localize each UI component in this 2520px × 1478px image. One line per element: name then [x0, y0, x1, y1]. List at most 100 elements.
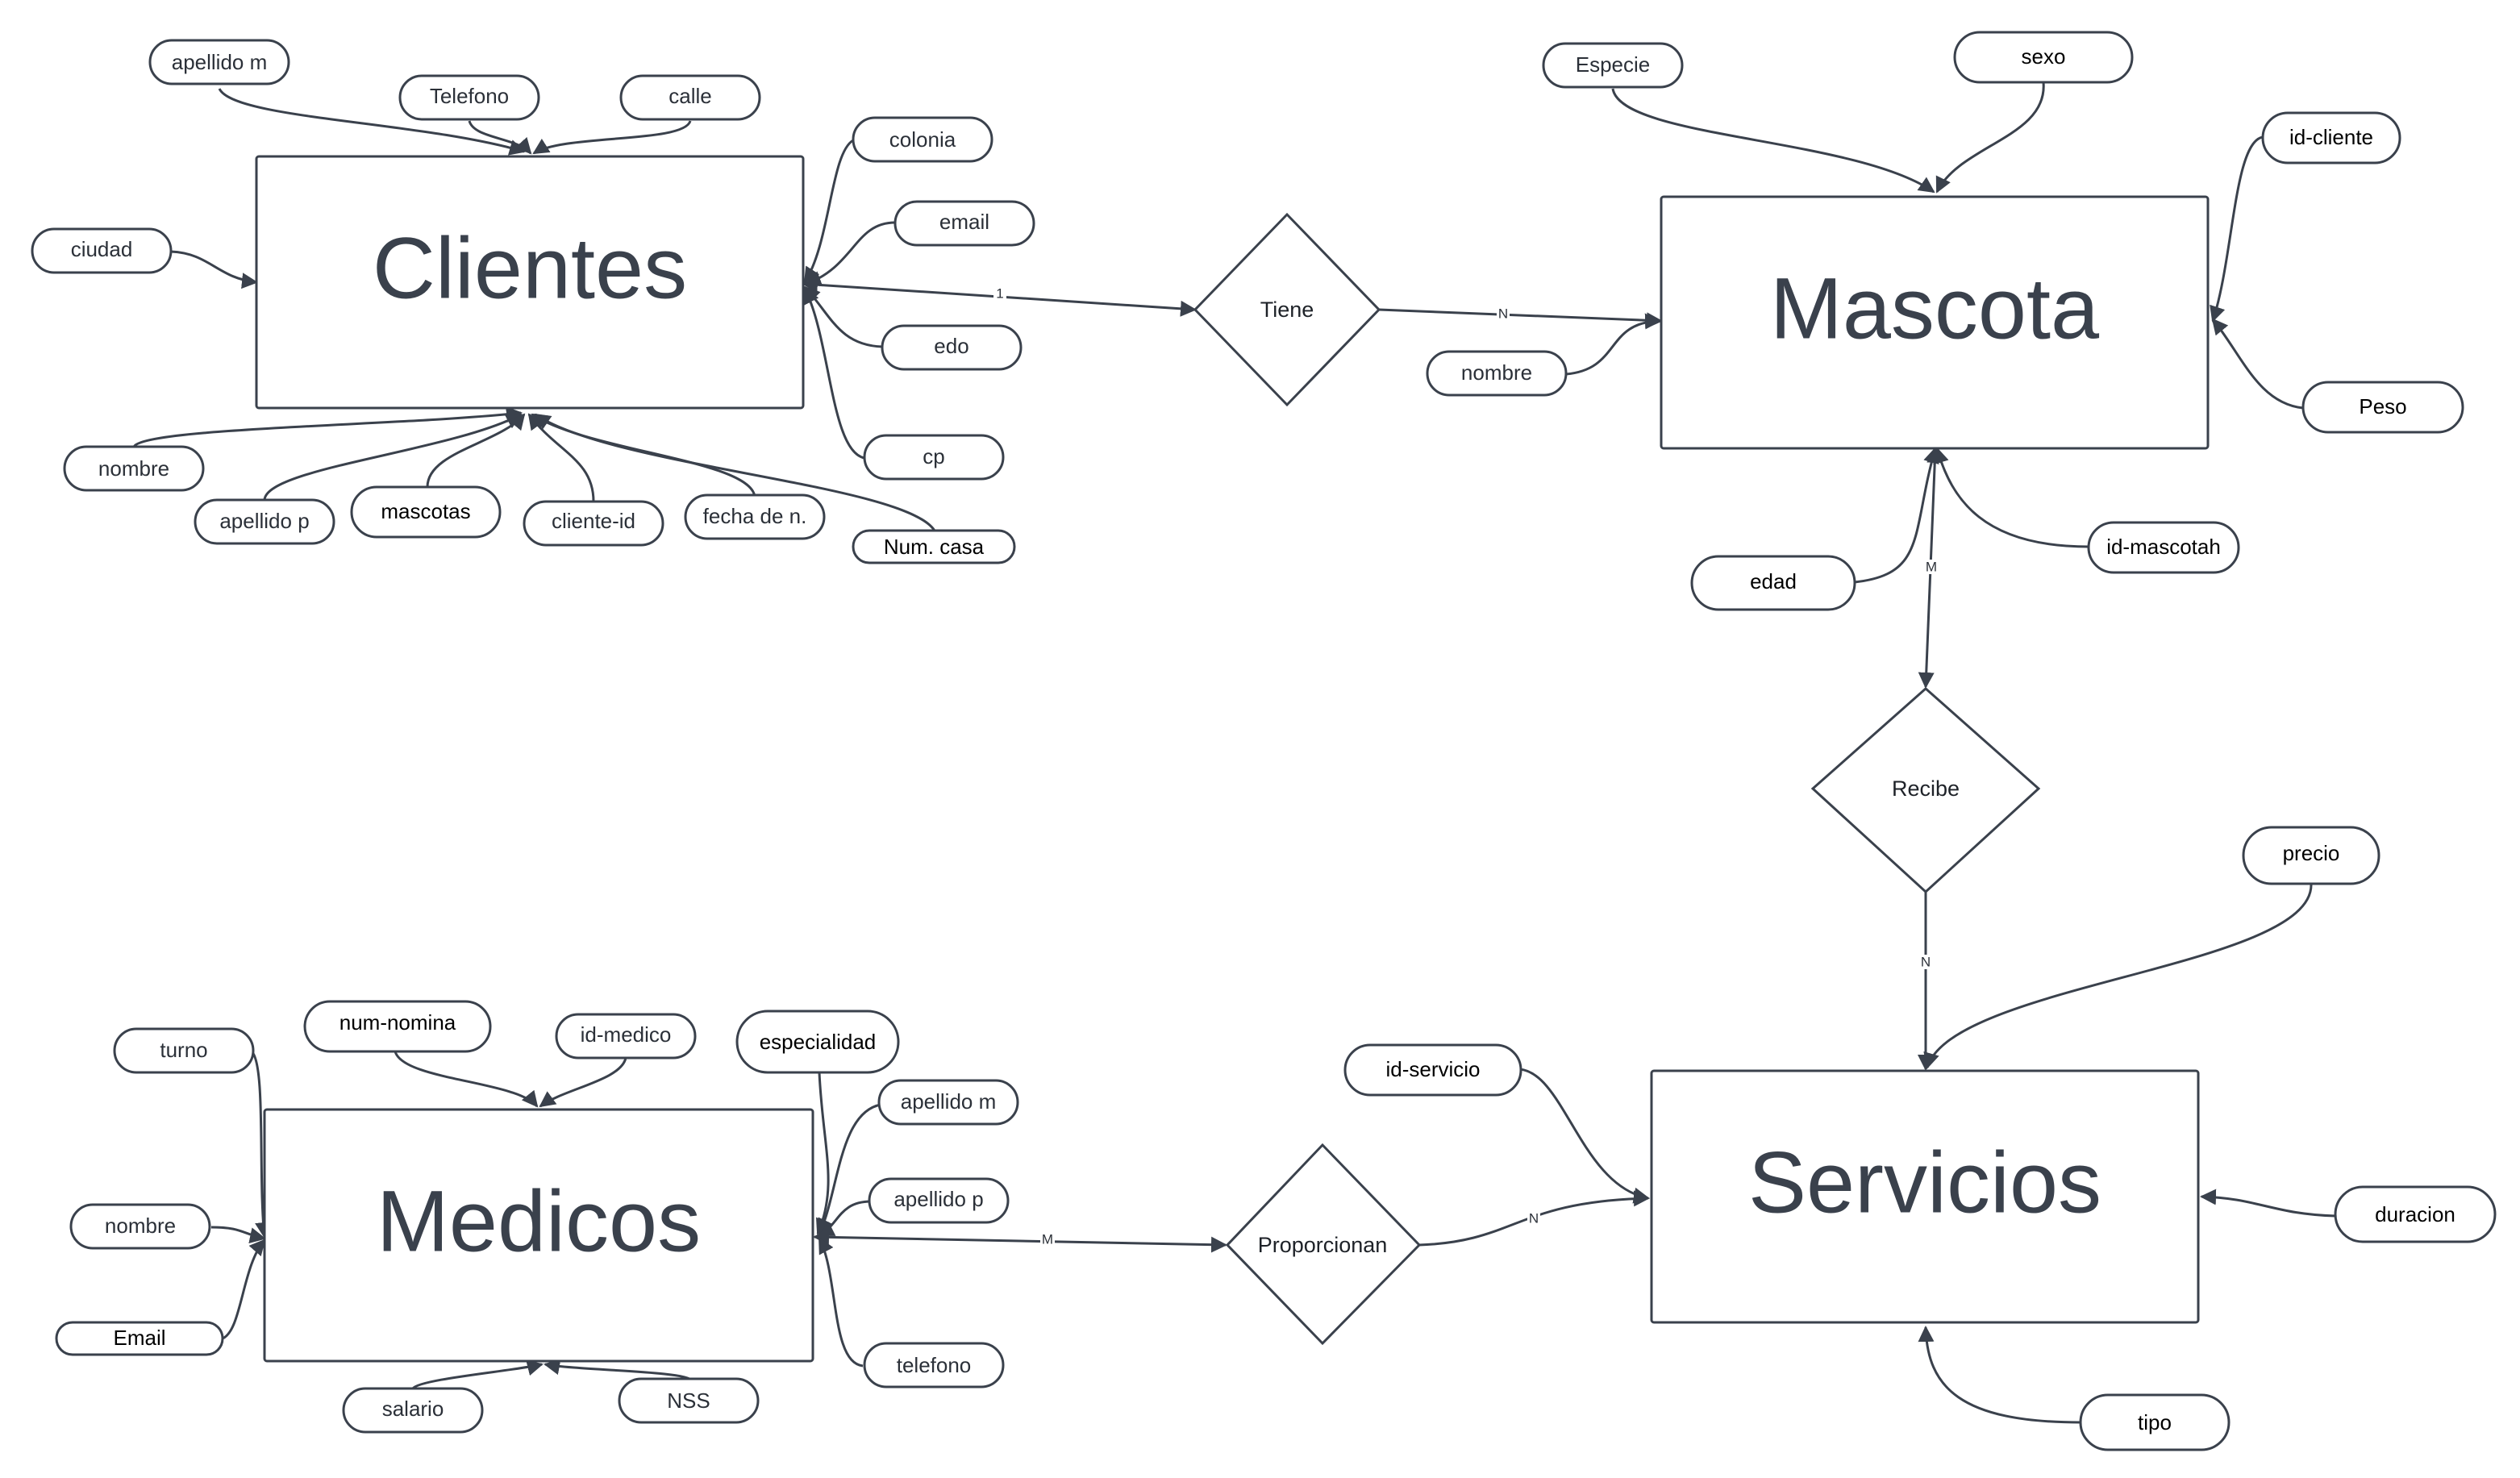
- connector-servicios-duracion: [2200, 1189, 2336, 1218]
- connectors: [132, 81, 2336, 1424]
- entity-clientes[interactable]: Clientes: [255, 155, 805, 410]
- cardinality-recibe-servicios: N: [1919, 955, 1932, 970]
- attribute-servicios-tipo[interactable]: tipo: [2079, 1393, 2231, 1451]
- cardinality-text: N: [1498, 306, 1508, 322]
- attribute-label: cp: [923, 444, 944, 468]
- attribute-medicos-nss[interactable]: NSS: [618, 1377, 760, 1424]
- attribute-label: nombre: [1461, 360, 1532, 385]
- attribute-clientes-calle[interactable]: calle: [619, 74, 761, 121]
- attribute-mascota-peso[interactable]: Peso: [2301, 381, 2464, 434]
- attribute-clientes-telefono[interactable]: Telefono: [398, 74, 540, 121]
- attribute-label: colonia: [889, 127, 956, 152]
- connector-medicos-salario: [411, 1359, 544, 1390]
- relationship-label: Proporcionan: [1258, 1233, 1388, 1257]
- cardinality-text: 1: [996, 286, 1003, 302]
- relationship-proporcionan[interactable]: Proporcionan: [1225, 1143, 1422, 1346]
- connector-proporcionan-servicios: [1418, 1190, 1650, 1247]
- attribute-clientes-apellido-p[interactable]: apellido p: [194, 498, 335, 545]
- attribute-clientes-colonia[interactable]: colonia: [852, 116, 993, 163]
- relationship-recibe[interactable]: Recibe: [1810, 686, 2041, 894]
- entity-mascota[interactable]: Mascota: [1660, 195, 2210, 450]
- entity-label: Mascota: [1770, 260, 2100, 357]
- connector-medicos-proporcionan: [813, 1229, 1227, 1253]
- connector-medicos-id-medico: [539, 1057, 627, 1108]
- attribute-medicos-turno[interactable]: turno: [113, 1027, 255, 1074]
- attribute-mascota-id-cliente[interactable]: id-cliente: [2261, 111, 2401, 164]
- connector-mascota-id-mascotah: [1933, 447, 2089, 548]
- connector-clientes-nombre: [132, 406, 523, 448]
- attribute-label: email: [939, 210, 989, 234]
- attribute-medicos-apellido-m[interactable]: apellido m: [877, 1079, 1019, 1126]
- entity-label: Clientes: [373, 219, 687, 317]
- attribute-label: edo: [934, 334, 968, 358]
- attribute-label: apellido p: [893, 1187, 983, 1211]
- attribute-label: id-cliente: [2289, 125, 2373, 149]
- attribute-mascota-sexo[interactable]: sexo: [1953, 31, 2134, 84]
- attribute-label: NSS: [667, 1388, 710, 1413]
- connector-clientes-mascotas: [426, 413, 526, 488]
- connector-mascota-sexo: [1935, 81, 2045, 194]
- attribute-servicios-id-servicio[interactable]: id-servicio: [1343, 1043, 1522, 1097]
- connector-clientes-colonia: [803, 139, 854, 284]
- connector-mascota-nombre: [1565, 313, 1661, 376]
- attribute-medicos-num-nomina[interactable]: num-nomina: [303, 1000, 492, 1053]
- attribute-label: calle: [669, 84, 711, 108]
- entity-label: Servicios: [1748, 1134, 2101, 1231]
- connector-clientes-apellido-p: [263, 413, 523, 501]
- attribute-label: num-nomina: [339, 1010, 456, 1035]
- cardinality-tiene-clientes: 1: [993, 285, 1006, 302]
- attribute-clientes-nombre[interactable]: nombre: [63, 445, 205, 492]
- relationship-label: Tiene: [1260, 298, 1314, 322]
- attribute-label: telefono: [897, 1353, 972, 1377]
- connector-clientes-cp: [803, 287, 865, 460]
- attribute-medicos-salario[interactable]: salario: [342, 1387, 484, 1434]
- attribute-label: id-medico: [581, 1022, 672, 1047]
- attribute-clientes-cp[interactable]: cp: [863, 434, 1005, 481]
- attribute-label: Telefono: [430, 84, 509, 108]
- attribute-medicos-email[interactable]: Email: [55, 1321, 224, 1356]
- attribute-label: mascotas: [381, 499, 470, 523]
- cardinality-proporcionan-medicos: M: [1040, 1232, 1055, 1247]
- attribute-label: apellido m: [901, 1089, 997, 1114]
- connector-clientes-email: [805, 221, 896, 287]
- attribute-clientes-fecha-de-n[interactable]: fecha de n.: [684, 493, 826, 540]
- attribute-clientes-ciudad[interactable]: ciudad: [31, 227, 173, 274]
- attribute-label: apellido m: [172, 50, 268, 74]
- attribute-clientes-email[interactable]: email: [893, 200, 1035, 247]
- attribute-clientes-num-casa[interactable]: Num. casa: [852, 529, 1016, 564]
- attribute-label: nombre: [98, 456, 169, 481]
- attribute-mascota-edad[interactable]: edad: [1690, 555, 1856, 611]
- attribute-medicos-telefono[interactable]: telefono: [863, 1342, 1005, 1388]
- connector-servicios-id-servicio: [1518, 1068, 1650, 1204]
- entity-servicios[interactable]: Servicios: [1650, 1069, 2200, 1324]
- attribute-label: salario: [382, 1397, 444, 1421]
- entity-medicos[interactable]: Medicos: [263, 1108, 814, 1363]
- attribute-mascota-especie[interactable]: Especie: [1542, 42, 1684, 89]
- connector-medicos-nombre: [210, 1226, 266, 1244]
- attribute-servicios-duracion[interactable]: duracion: [2334, 1185, 2497, 1243]
- attribute-label: turno: [160, 1038, 207, 1062]
- attribute-medicos-especialidad[interactable]: especialidad: [735, 1010, 900, 1074]
- attribute-servicios-precio[interactable]: precio: [2242, 826, 2380, 885]
- attribute-clientes-mascotas[interactable]: mascotas: [350, 485, 502, 539]
- attribute-mascota-nombre[interactable]: nombre: [1426, 350, 1568, 397]
- attribute-clientes-cliente-id[interactable]: cliente-id: [523, 500, 664, 547]
- attribute-medicos-apellido-p[interactable]: apellido p: [868, 1177, 1010, 1224]
- relationship-tiene[interactable]: Tiene: [1193, 212, 1381, 407]
- attribute-medicos-nombre[interactable]: nombre: [69, 1203, 211, 1250]
- cardinality-labels: 1 N M N M N: [993, 285, 1939, 1247]
- connector-medicos-especialidad: [815, 1072, 831, 1235]
- attribute-label: Peso: [2359, 394, 2406, 418]
- attribute-clientes-apellido-m[interactable]: apellido m: [148, 39, 290, 85]
- attribute-medicos-id-medico[interactable]: id-medico: [555, 1013, 697, 1060]
- cardinality-recibe-mascota: M: [1924, 560, 1939, 575]
- connector-mascota-edad: [1854, 447, 1939, 584]
- attribute-clientes-edo[interactable]: edo: [881, 324, 1023, 371]
- attribute-mascota-id-mascotah[interactable]: id-mascotah: [2087, 521, 2240, 574]
- relationship-label: Recibe: [1892, 776, 1960, 801]
- attribute-label: Num. casa: [884, 535, 985, 559]
- connector-medicos-num-nomina: [394, 1051, 539, 1108]
- attribute-label: cliente-id: [552, 509, 635, 533]
- connector-tiene-mascota: [1378, 308, 1663, 329]
- attribute-label: Especie: [1576, 52, 1651, 77]
